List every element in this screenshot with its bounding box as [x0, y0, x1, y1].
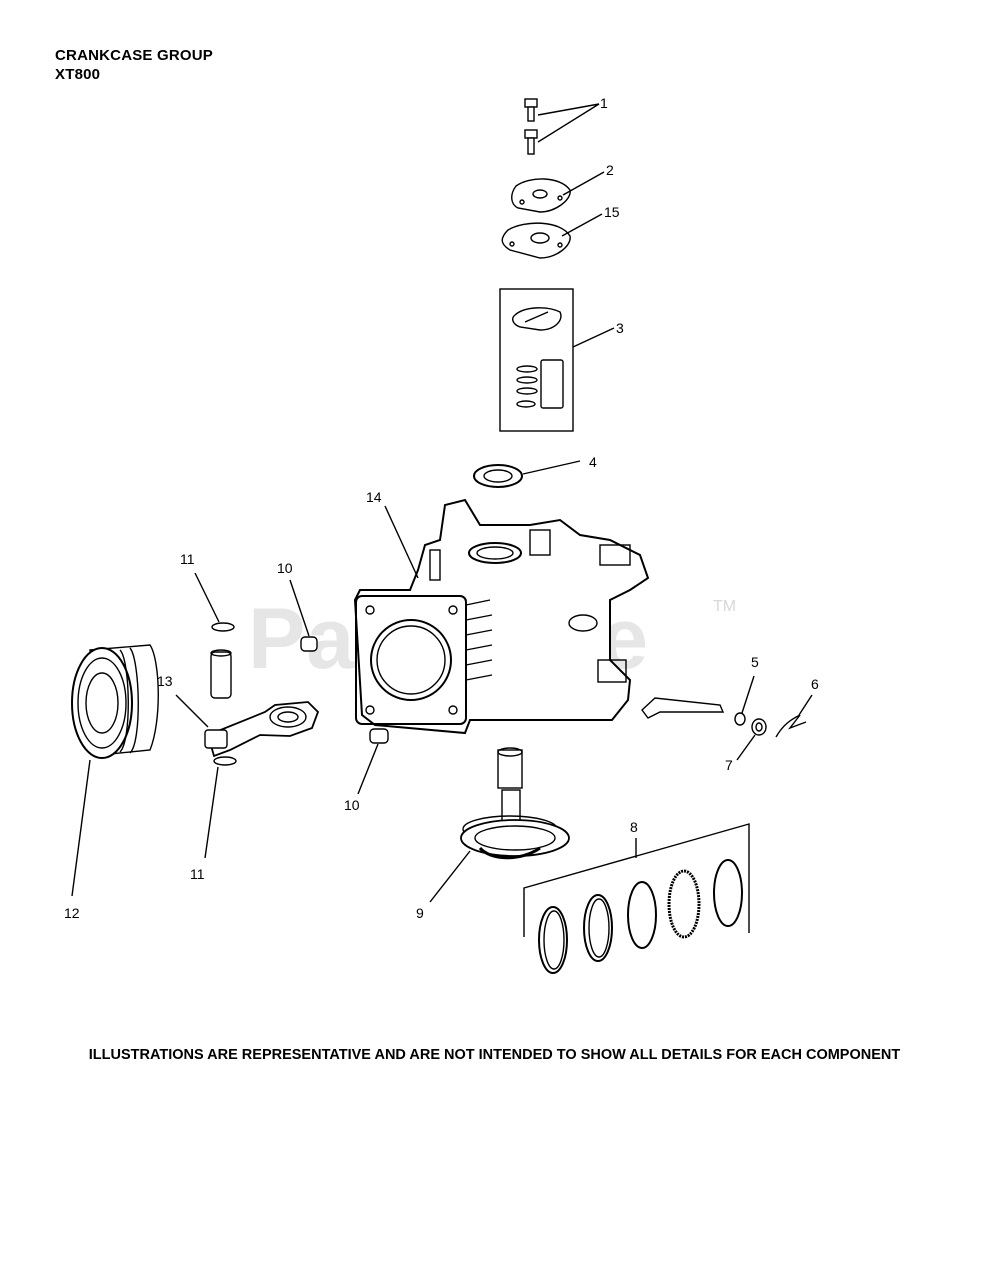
- callout-1: 1: [600, 95, 608, 111]
- callout-8: 8: [630, 819, 638, 835]
- callout-labels: 1 2 15 3 4 14 11 10 13 5 6 7 10 11 12 8 …: [64, 95, 819, 921]
- part-15-gasket[interactable]: [501, 213, 603, 259]
- callout-7: 7: [725, 757, 733, 773]
- watermark-trademark: TM: [713, 598, 737, 615]
- disclaimer-note: ILLUSTRATIONS ARE REPRESENTATIVE AND ARE…: [88, 1047, 901, 1063]
- part-3-kit[interactable]: [499, 288, 615, 432]
- callout-3: 3: [616, 320, 624, 336]
- callout-9: 9: [416, 905, 424, 921]
- piston-pin[interactable]: [210, 649, 232, 699]
- part-5-washer[interactable]: [641, 675, 755, 726]
- part-6-clip[interactable]: [775, 694, 813, 738]
- callout-2: 2: [606, 162, 614, 178]
- callout-5: 5: [751, 654, 759, 670]
- part-10-dowel-lower[interactable]: [357, 728, 389, 795]
- callout-10-upper: 10: [277, 560, 293, 576]
- part-14-crankcase[interactable]: [353, 498, 650, 735]
- callout-13: 13: [157, 673, 173, 689]
- callout-11-upper: 11: [180, 551, 195, 567]
- part-13-connecting-rod[interactable]: [175, 694, 320, 758]
- part-2-plate[interactable]: [511, 171, 605, 213]
- part-7-bushing[interactable]: [736, 718, 767, 761]
- part-8-ring-set[interactable]: [523, 823, 750, 974]
- callout-15: 15: [604, 204, 620, 220]
- callout-11-lower: 11: [190, 866, 205, 882]
- callout-6: 6: [811, 676, 819, 692]
- part-9-crankshaft[interactable]: [429, 747, 570, 903]
- part-10-dowel-upper[interactable]: [289, 579, 318, 652]
- model-number: XT800: [55, 66, 101, 83]
- part-4-seal[interactable]: [473, 460, 581, 488]
- callout-10-lower: 10: [344, 797, 360, 813]
- callout-12: 12: [64, 905, 80, 921]
- part-11-retaining-ring-lower[interactable]: [204, 756, 237, 859]
- diagram-title: CRANKCASE GROUP: [55, 47, 214, 64]
- callout-4: 4: [589, 454, 597, 470]
- part-1-bolts[interactable]: [524, 98, 600, 155]
- part-11-retaining-ring-upper[interactable]: [194, 572, 235, 632]
- callout-14: 14: [366, 489, 382, 505]
- part-12-piston[interactable]: [71, 644, 159, 897]
